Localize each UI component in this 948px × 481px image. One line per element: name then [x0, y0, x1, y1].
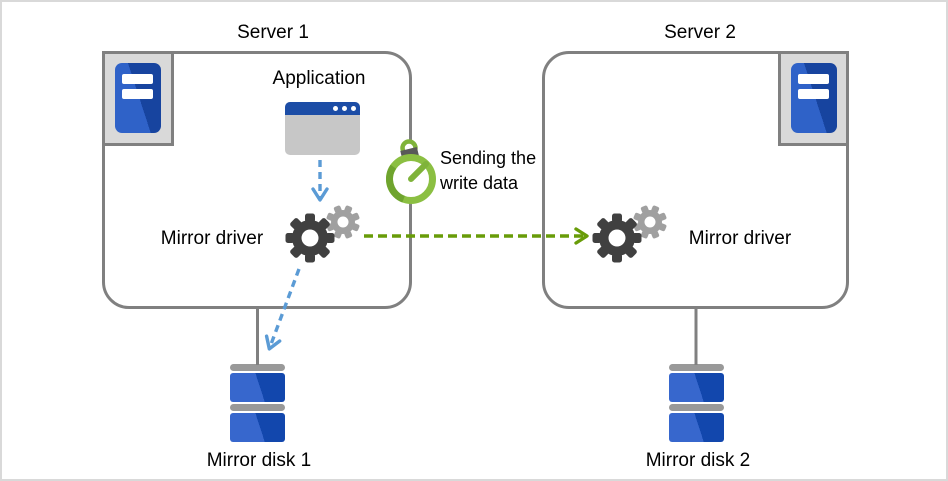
disk-segment — [669, 413, 724, 442]
tower-slot — [122, 74, 153, 84]
tower-slot — [798, 89, 829, 99]
server2-mirror-driver-label: Mirror driver — [688, 228, 792, 249]
window-dot — [351, 106, 356, 111]
server1-tower-frame — [102, 51, 174, 146]
tower-slot — [798, 74, 829, 84]
application-label: Application — [272, 68, 366, 89]
server1-mirror-driver-label: Mirror driver — [160, 228, 264, 249]
tower-slot — [122, 89, 153, 99]
window-dot — [342, 106, 347, 111]
server2-tower-frame — [778, 51, 849, 146]
window-titlebar — [285, 102, 360, 115]
server-tower-icon — [115, 63, 161, 133]
disk-platter-bar — [230, 404, 285, 411]
disk-platter-bar — [230, 364, 285, 371]
server2-title: Server 2 — [664, 22, 736, 43]
server1-title: Server 1 — [237, 22, 309, 43]
disk-segment — [669, 373, 724, 402]
server-tower-icon — [791, 63, 837, 133]
disk-segment — [230, 373, 285, 402]
window-dot — [333, 106, 338, 111]
disk-platter-bar — [669, 404, 724, 411]
application-window-icon — [285, 102, 360, 155]
disk-segment — [230, 413, 285, 442]
mirror-disk-1-label: Mirror disk 1 — [206, 450, 312, 471]
mirror-disk-2-label: Mirror disk 2 — [645, 450, 751, 471]
sending-write-data-note: Sending the write data — [440, 148, 537, 193]
disk-platter-bar — [669, 364, 724, 371]
